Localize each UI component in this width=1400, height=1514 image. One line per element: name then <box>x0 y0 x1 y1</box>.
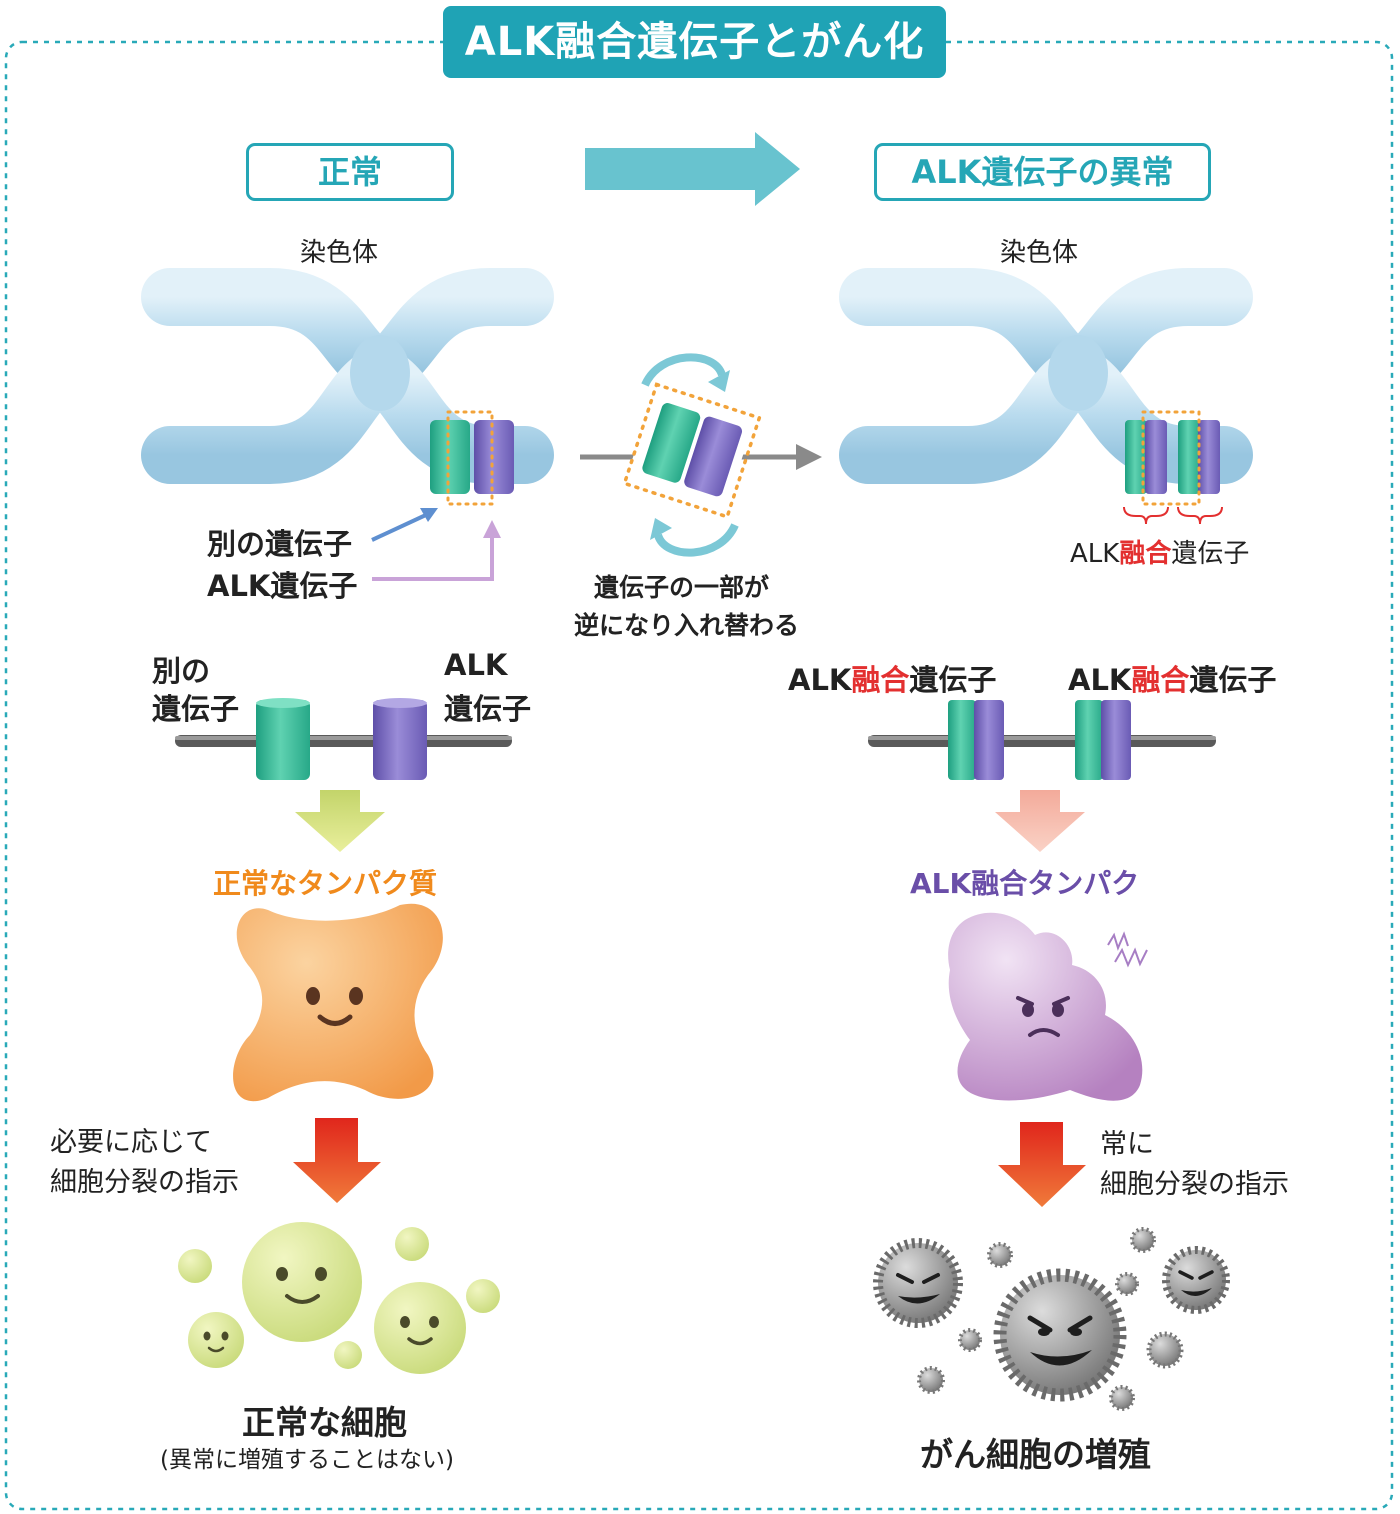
left-header: 正常 <box>246 143 454 201</box>
right-header: ALK遺伝子の異常 <box>874 143 1211 201</box>
left-arrow-to-cells <box>293 1118 381 1203</box>
transition-arrow <box>585 132 800 206</box>
normal-cell-title: 正常な細胞 <box>242 1403 407 1442</box>
callout-arrows <box>371 508 501 581</box>
inversion-caption-line2: 逆になり入れ替わる <box>574 611 800 640</box>
rod-other-gene-label-line2: 遺伝子 <box>152 692 240 726</box>
rod-fusion-gene-label-2: ALK融合遺伝子 <box>1068 663 1277 697</box>
right-arrow-to-cells <box>998 1122 1086 1207</box>
rod-other-gene-label-line1: 別の <box>152 654 211 688</box>
chromosome-fusion-gene-label: ALK融合遺伝子 <box>1070 539 1250 569</box>
diagram-title: ALK融合遺伝子とがん化 <box>443 6 946 78</box>
right-signal-line1: 常に <box>1100 1129 1154 1160</box>
right-signal-line2: 細胞分裂の指示 <box>1100 1169 1289 1200</box>
alk-fusion-protein <box>948 912 1148 1101</box>
left-chromosome-label: 染色体 <box>300 238 379 268</box>
normal-cells <box>178 1222 500 1374</box>
inversion-caption-line1: 遺伝子の一部が <box>594 573 770 602</box>
normal-protein-label: 正常なタンパク質 <box>213 867 438 900</box>
left-chromosome-genes <box>430 410 514 506</box>
rod-alk-gene-label-line2: 遺伝子 <box>444 692 532 726</box>
rod-fusion-gene-label-1: ALK融合遺伝子 <box>788 663 997 697</box>
left-signal-line2: 細胞分裂の指示 <box>50 1167 239 1198</box>
normal-protein <box>233 903 443 1102</box>
callout-other-gene: 別の遺伝子 <box>207 527 353 561</box>
right-arrow-to-protein <box>995 790 1085 852</box>
cancer-cell-title: がん細胞の増殖 <box>920 1435 1151 1474</box>
fusion-protein-label: ALK融合タンパク <box>910 867 1140 900</box>
left-arrow-to-protein <box>295 790 385 852</box>
right-chromosome-label: 染色体 <box>1000 238 1079 268</box>
inversion-illustration <box>580 353 822 557</box>
right-chromosome <box>839 268 1253 484</box>
right-gene-rod <box>868 700 1216 780</box>
left-gene-rod <box>175 698 512 780</box>
normal-cell-subtitle: (異常に増殖することはない) <box>160 1447 454 1473</box>
right-chromosome-fusion-genes <box>1123 410 1223 525</box>
left-signal-line1: 必要に応じて <box>50 1127 212 1158</box>
left-chromosome <box>141 268 554 484</box>
rod-alk-gene-label-line1: ALK <box>444 648 508 682</box>
cancer-cells <box>873 1227 1230 1411</box>
callout-alk-gene: ALK遺伝子 <box>207 569 358 603</box>
